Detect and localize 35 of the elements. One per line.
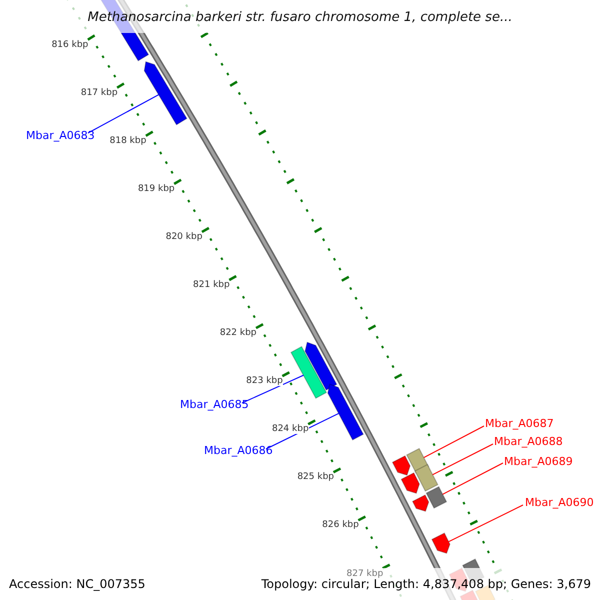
gene-pentagon [400, 472, 420, 494]
gene-block [414, 464, 438, 492]
scale-label: 819 kbp [138, 184, 175, 194]
leader-line [432, 444, 494, 476]
gene-pentagon [431, 532, 450, 554]
scale-label: 820 kbp [166, 232, 202, 242]
gene-block [426, 486, 448, 509]
scale-label: 817 kbp [80, 88, 118, 98]
gene-label: Mbar_A0690 [525, 497, 594, 508]
gene-label: Mbar_A0686 [204, 445, 273, 456]
leader-line [242, 374, 304, 404]
gene-pentagon [412, 494, 430, 512]
leader-line [423, 426, 484, 458]
gene-label: Mbar_A0683 [26, 130, 95, 141]
gene-pentagon [392, 455, 411, 476]
leader-line [442, 462, 504, 495]
gene-label: Mbar_A0685 [180, 399, 249, 410]
gene-pentagon [327, 384, 364, 441]
gene-pentagon [144, 61, 188, 126]
scale-label: 827 kbp [346, 570, 384, 579]
gene-label: Mbar_A0687 [485, 418, 554, 429]
gene-block [290, 346, 328, 399]
scale-label: 822 kbp [220, 329, 257, 338]
scale-label: 826 kbp [322, 521, 359, 530]
scale-label: 821 kbp [193, 281, 230, 290]
scale-label: 818 kbp [110, 136, 146, 146]
scale-label: 816 kbp [52, 40, 88, 50]
scale-label: 825 kbp [297, 473, 334, 482]
gene-label: Mbar_A0688 [494, 436, 563, 447]
leader-line [88, 94, 160, 134]
scale-label: 824 kbp [272, 425, 309, 434]
leader-line [448, 504, 524, 542]
scale-label: 823 kbp [246, 377, 283, 386]
gene-label: Mbar_A0689 [504, 456, 573, 467]
gene-pentagon [304, 342, 338, 391]
